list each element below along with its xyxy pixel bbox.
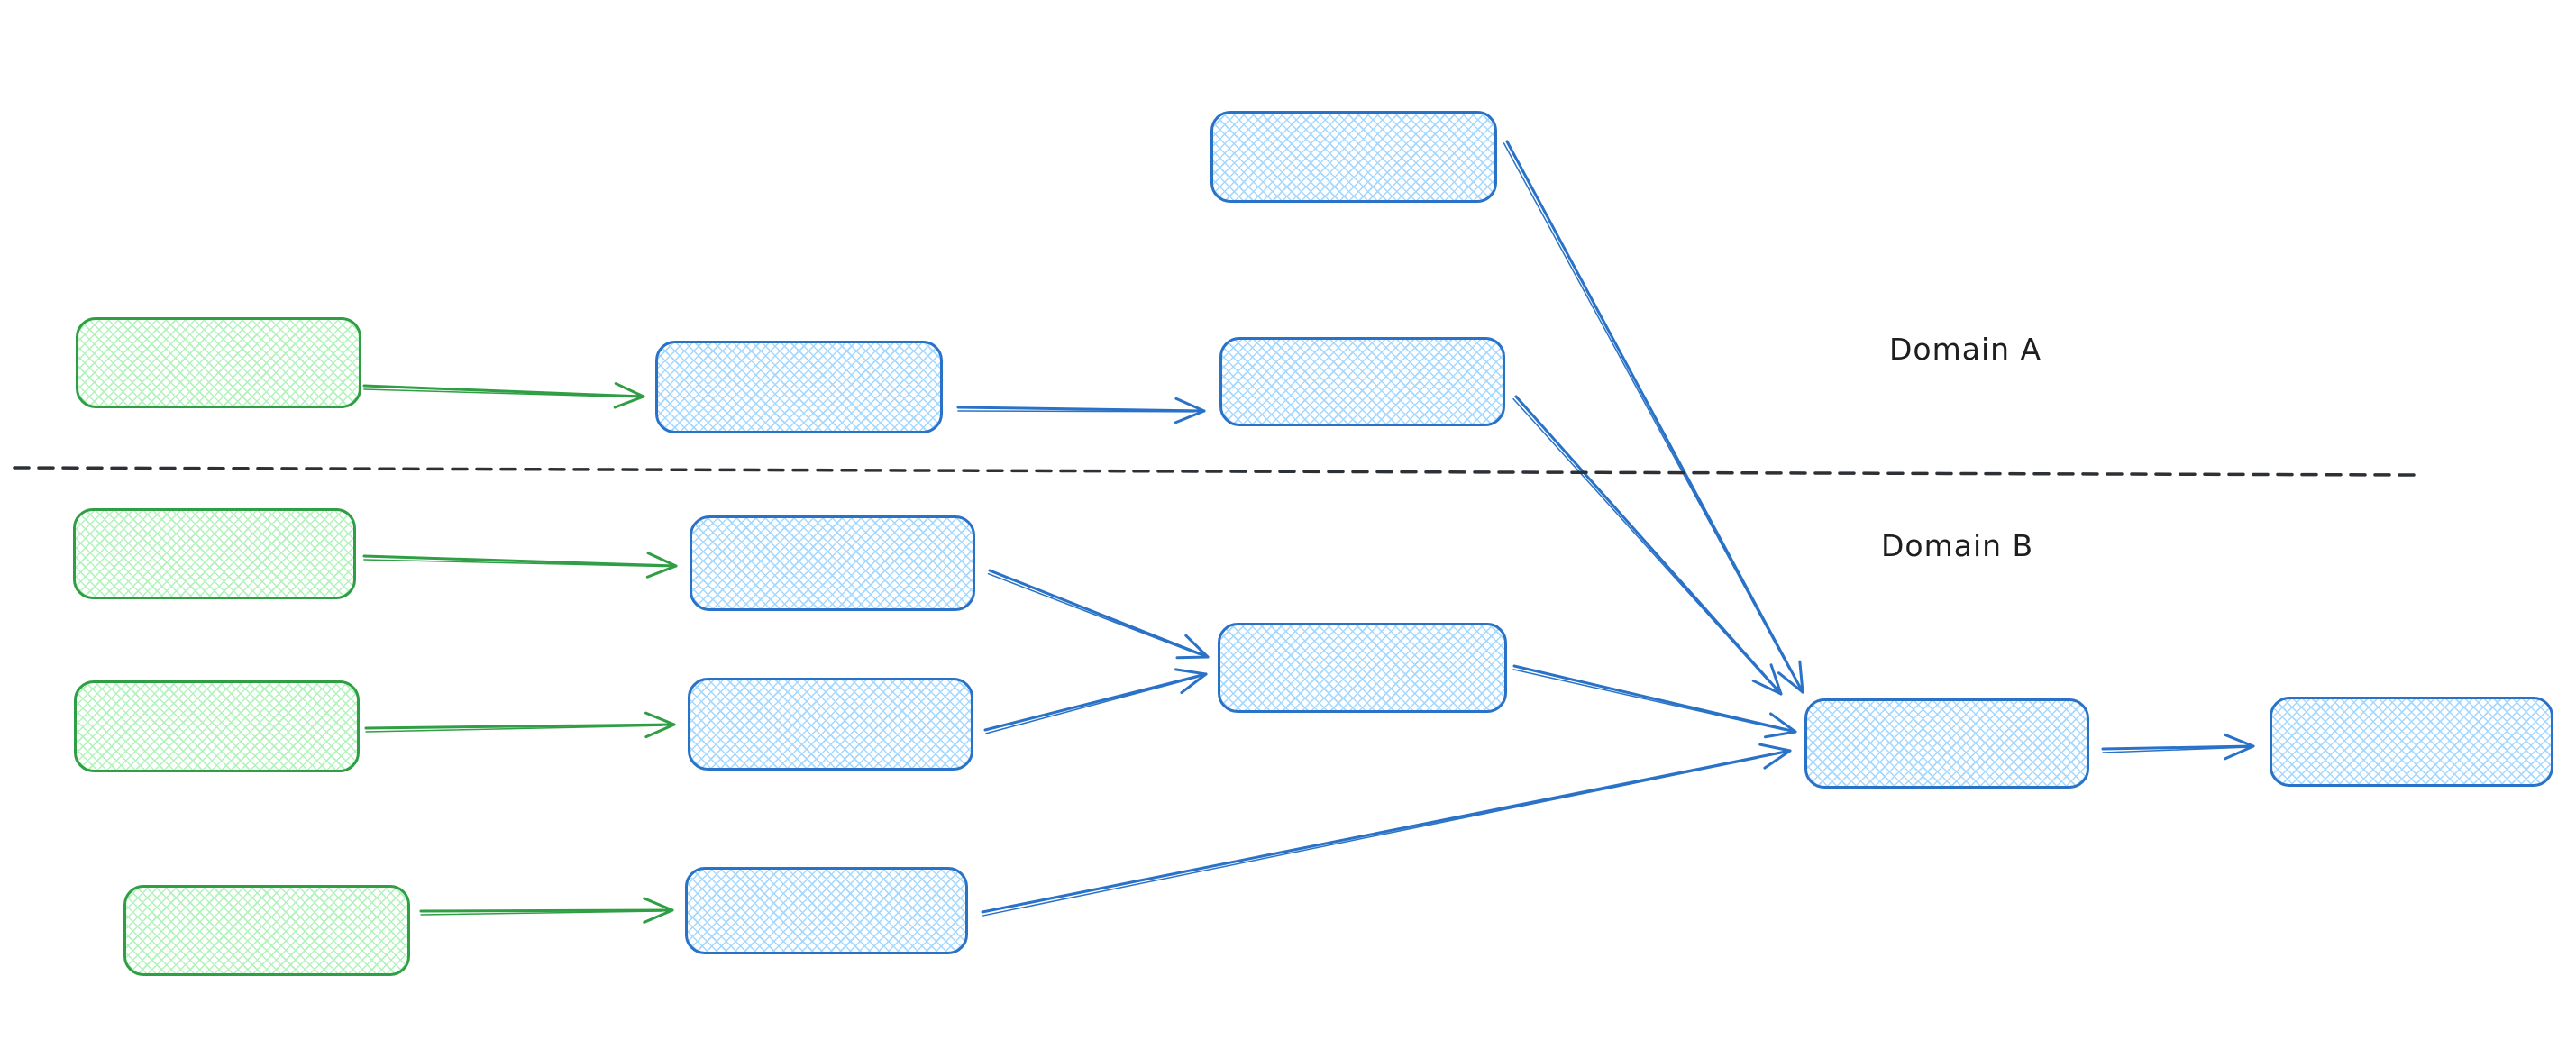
edge-a-source-top-to-collector <box>1503 140 1804 694</box>
label-domain-a: Domain A <box>1889 332 2042 367</box>
edge-b-input-1-to-b-stage-1 <box>362 552 678 579</box>
edge-b-stage-1-to-b-merge <box>987 569 1210 660</box>
edge-a-input-to-a-stage-1 <box>362 382 645 409</box>
edge-a-stage-2-to-collector <box>1512 395 1783 696</box>
label-domain-b: Domain B <box>1881 528 2034 563</box>
edge-b-merge-to-collector <box>1512 664 1797 739</box>
edge-b-stage-3-to-collector <box>981 743 1792 917</box>
edge-collector-to-output <box>2101 733 2255 761</box>
edge-b-input-3-to-b-stage-3 <box>419 897 674 924</box>
edge-a-stage-1-to-a-stage-2 <box>956 397 1206 424</box>
domain-divider-line <box>13 466 2416 477</box>
edge-b-input-2-to-b-stage-2 <box>364 711 676 739</box>
edge-b-stage-2-to-b-merge <box>983 668 1208 734</box>
